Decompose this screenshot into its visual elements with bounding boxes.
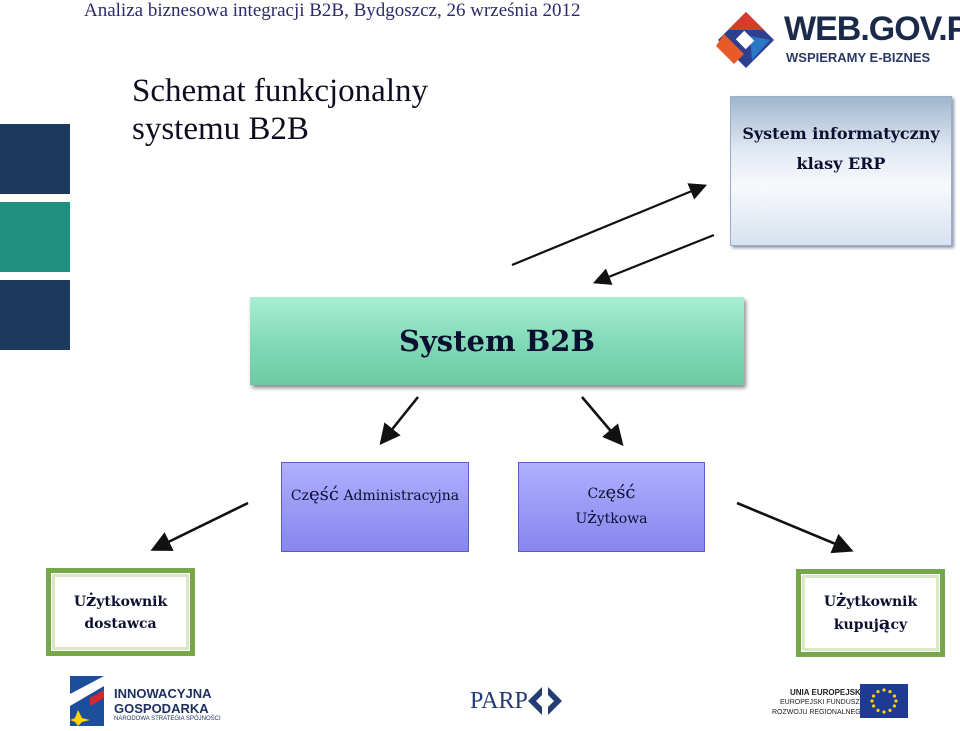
footer-parp-text: PARP xyxy=(470,688,528,714)
arrow-admin-to-supplier xyxy=(150,501,249,551)
webgov-logo-tagline: WSPIERAMY E-BIZNES xyxy=(786,50,931,65)
node-erp: System informatyczny klasy ERP xyxy=(730,96,952,246)
node-user-supplier: Użytkownik dostawca xyxy=(46,568,195,656)
footer-eu-line-3: ROZWOJU REGIONALNEGO xyxy=(772,709,867,716)
node-user-buyer-line-2: kupujący xyxy=(834,613,907,636)
parp-logo-icon xyxy=(528,684,562,718)
webgov-logo: WEB.GOV.PL WSPIERAMY E-BIZNES xyxy=(714,10,960,76)
webgov-logo-icon xyxy=(716,12,774,68)
node-erp-line-2: klasy ERP xyxy=(796,154,886,173)
node-admin-part-label: Część Administracyjna xyxy=(291,483,459,508)
node-erp-line-1: System informatyczny xyxy=(742,124,940,143)
eu-flag-icon xyxy=(860,684,908,718)
footer-ig-line-3: NARODOWA STRATEGIA SPÓJNOŚCI xyxy=(114,716,221,722)
title-line-2: systemu B2B xyxy=(132,111,309,147)
arrow-b2b-to-erp xyxy=(511,183,708,267)
title-line-1: Schemat funkcjonalny xyxy=(132,73,429,109)
node-user-supplier-text-a: U xyxy=(73,593,87,610)
node-system-b2b: System B2B xyxy=(250,297,744,385)
node-user-buyer-text-b: ż xyxy=(836,590,847,611)
node-user-part-text-b: ęść xyxy=(605,482,636,503)
node-user-buyer-text-a: U xyxy=(823,594,837,610)
footer-logo-parp: PARP xyxy=(470,684,565,720)
footer-logo-eu: UNIA EUROPEJSKA EUROPEJSKI FUNDUSZ ROZWO… xyxy=(772,684,912,722)
node-user-part-text-a: Cz xyxy=(587,486,606,502)
node-user-buyer-text-c: ytkownik xyxy=(846,594,918,610)
node-user-part-text-e: ytkowa xyxy=(596,511,648,527)
node-system-b2b-label: System B2B xyxy=(399,324,595,358)
side-block-top xyxy=(0,124,70,194)
webgov-logo-name: WEB.GOV.PL xyxy=(784,10,960,48)
node-user-part: Część Użytkowa xyxy=(518,462,705,552)
footer-eu-line-2: EUROPEJSKI FUNDUSZ xyxy=(780,699,860,706)
node-user-buyer: Użytkownik kupujący xyxy=(796,569,945,657)
node-user-part-line-2: Użytkowa xyxy=(575,506,647,531)
node-user-supplier-text-c: ytkownik xyxy=(96,593,168,610)
node-user-part-line-1: Część xyxy=(587,481,635,506)
node-user-buyer-text-f: cy xyxy=(890,617,908,633)
node-admin-part-text-b: ęść xyxy=(309,484,339,505)
node-user-buyer-text-d: kupuj xyxy=(833,617,879,633)
node-admin-part: Część Administracyjna xyxy=(281,462,469,552)
node-user-buyer-line-1: Użytkownik xyxy=(824,590,917,613)
node-user-supplier-line-1: Użytkownik xyxy=(74,590,167,613)
arrow-b2b-to-user-part xyxy=(581,396,624,446)
footer-eu-line-1: UNIA EUROPEJSKA xyxy=(790,688,867,697)
arrow-b2b-to-admin xyxy=(379,396,420,446)
node-user-buyer-text-e: ą xyxy=(878,613,891,634)
node-user-part-text-c: U xyxy=(575,511,588,527)
node-user-part-text-d: ż xyxy=(587,507,597,528)
footer-logo-innowacyjna: INNOWACYJNA GOSPODARKA NARODOWA STRATEGI… xyxy=(70,676,250,728)
node-user-supplier-line-2: dostawca xyxy=(84,615,157,632)
arrow-erp-to-b2b xyxy=(592,233,715,285)
arrow-user-part-to-buyer xyxy=(736,501,854,554)
side-block-bottom xyxy=(0,280,70,350)
footer-ig-line-2: GOSPODARKA xyxy=(114,701,209,716)
side-block-middle xyxy=(0,202,70,272)
node-admin-part-text-c: Administracyjna xyxy=(339,488,460,504)
slide-title: Schemat funkcjonalny systemu B2B xyxy=(132,72,428,148)
node-admin-part-text-a: Cz xyxy=(290,488,310,504)
node-user-supplier-text-b: ż xyxy=(86,589,97,611)
footer-ig-line-1: INNOWACYJNA xyxy=(114,686,212,701)
header-line: Analiza biznesowa integracji B2B, Bydgos… xyxy=(84,0,581,21)
innowacyjna-logo-icon xyxy=(70,676,104,726)
